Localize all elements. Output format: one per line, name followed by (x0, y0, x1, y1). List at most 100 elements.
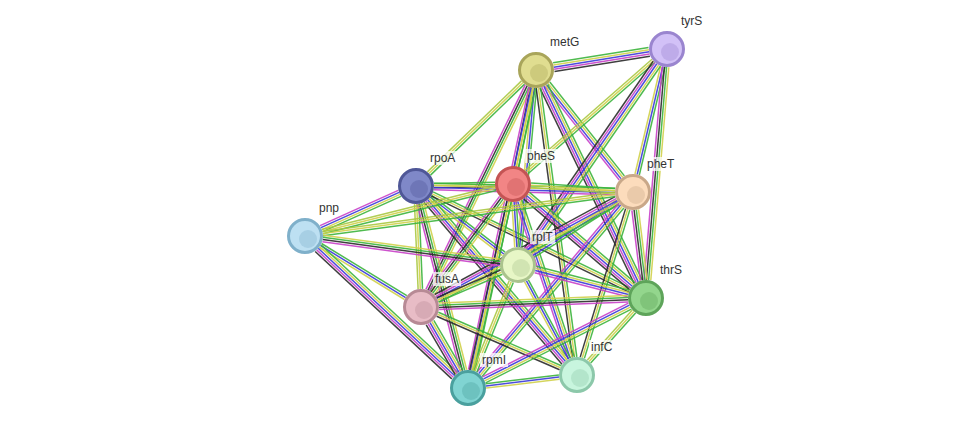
interaction-edge (525, 280, 571, 360)
evidence-line (636, 210, 645, 280)
node-circle (500, 247, 536, 283)
evidence-line (644, 67, 662, 280)
node-label: tyrS (679, 14, 704, 28)
node-circle (615, 174, 651, 210)
evidence-line (554, 54, 650, 69)
evidence-line (430, 323, 459, 373)
node-label: metG (548, 35, 581, 49)
node-label: rpoA (428, 151, 457, 165)
evidence-line (323, 235, 500, 259)
evidence-line (323, 237, 500, 261)
structure-icon (640, 292, 658, 310)
evidence-line (439, 302, 628, 310)
structure-icon (627, 186, 645, 204)
evidence-line (485, 307, 631, 381)
evidence-line (317, 250, 454, 377)
evidence-line (554, 52, 649, 67)
interaction-edge (553, 48, 650, 72)
evidence-line (591, 313, 636, 363)
evidence-line (323, 197, 615, 236)
protein-node: rpoA (398, 168, 434, 204)
structure-icon (299, 230, 317, 248)
interaction-edge (632, 210, 647, 281)
interaction-edge (322, 235, 500, 266)
evidence-line (320, 247, 457, 374)
evidence-line (486, 379, 559, 388)
evidence-line (322, 242, 499, 266)
interaction-edge (473, 281, 514, 372)
node-circle (495, 166, 531, 202)
evidence-line (473, 281, 510, 371)
evidence-line (632, 210, 641, 280)
node-label: pnp (317, 201, 341, 215)
evidence-line (536, 268, 629, 292)
evidence-line (475, 282, 511, 372)
evidence-line (432, 322, 461, 372)
evidence-line (634, 210, 643, 280)
node-label: rpmI (480, 353, 508, 367)
evidence-line (531, 187, 615, 193)
protein-node: infC (559, 357, 595, 393)
evidence-line (555, 56, 650, 71)
node-circle (518, 52, 554, 88)
node-circle (287, 218, 323, 254)
evidence-line (323, 240, 500, 264)
structure-icon (571, 369, 589, 387)
evidence-line (321, 245, 458, 372)
interaction-edge (437, 312, 562, 370)
interaction-edge (439, 295, 628, 309)
protein-node: metG (518, 52, 554, 88)
interaction-edge (427, 81, 524, 175)
evidence-line (482, 208, 624, 377)
evidence-line (649, 67, 667, 280)
evidence-line (525, 282, 567, 360)
structure-icon (512, 259, 530, 277)
structure-icon (530, 64, 548, 82)
protein-node: rpmI (450, 370, 486, 406)
interaction-edge (531, 183, 615, 193)
node-label: fusA (433, 272, 461, 286)
interaction-edge (483, 303, 632, 383)
evidence-line (428, 324, 457, 374)
evidence-line (553, 50, 649, 65)
evidence-line (646, 67, 664, 280)
node-circle (450, 370, 486, 406)
evidence-line (318, 248, 455, 375)
protein-node: pnp (287, 218, 323, 254)
interaction-edge (426, 320, 463, 374)
node-circle (559, 357, 595, 393)
protein-node: pheT (615, 174, 651, 210)
evidence-line (415, 204, 419, 289)
protein-node: thrS (628, 280, 664, 316)
structure-icon (462, 382, 480, 400)
structure-icon (410, 180, 428, 198)
node-circle (403, 289, 439, 325)
interaction-edge (535, 266, 630, 296)
evidence-line (486, 377, 559, 386)
structure-icon (661, 43, 679, 61)
evidence-line (323, 192, 615, 231)
evidence-line (426, 325, 455, 375)
protein-node: fusA (403, 289, 439, 325)
protein-node: pheS (495, 166, 531, 202)
evidence-line (535, 271, 628, 295)
interaction-edge (323, 192, 616, 236)
node-circle (649, 31, 685, 67)
node-circle (398, 168, 434, 204)
node-label: infC (589, 340, 614, 354)
structure-icon (507, 178, 525, 196)
evidence-line (437, 316, 560, 370)
protein-node: tyrS (649, 31, 685, 67)
interaction-edge (315, 245, 458, 379)
evidence-line (536, 266, 629, 290)
evidence-line (589, 311, 634, 361)
interaction-edge (644, 67, 669, 281)
evidence-line (315, 252, 452, 379)
evidence-line (486, 375, 559, 384)
interaction-edge (587, 310, 635, 363)
node-circle (628, 280, 664, 316)
evidence-line (484, 305, 630, 379)
node-label: rplT (530, 230, 555, 244)
